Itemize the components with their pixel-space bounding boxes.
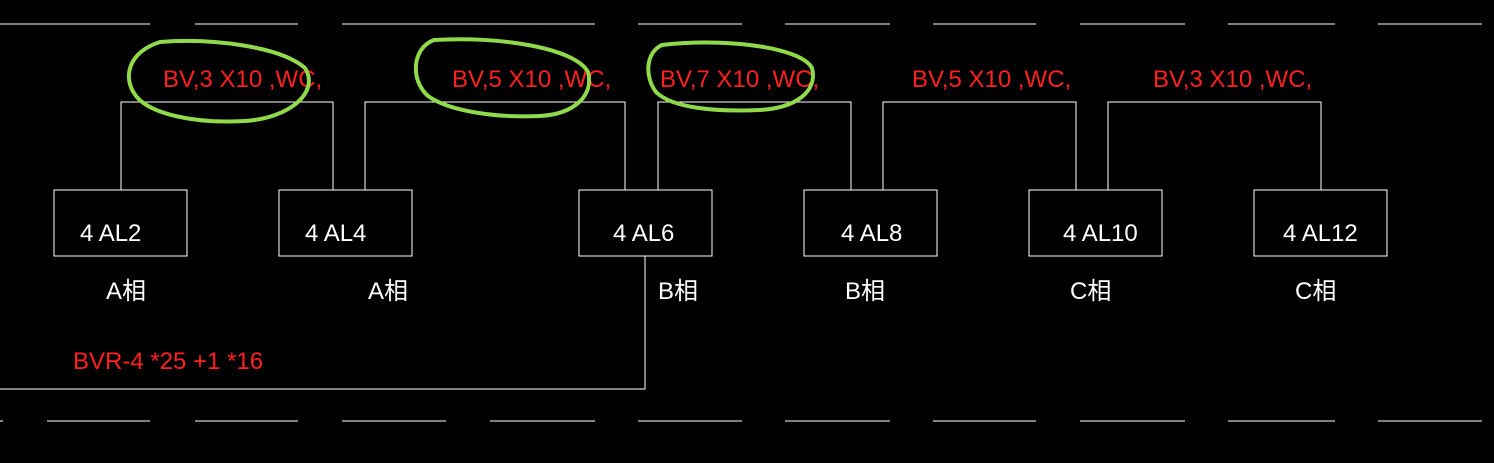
highlight-circle-link1 — [126, 39, 311, 124]
link-al4-al6 — [364, 101, 626, 190]
highlight-circle-link3 — [646, 40, 815, 113]
main-feeder-line — [0, 256, 646, 390]
phase-label: A相 — [106, 278, 146, 305]
panel-label: 4 AL4 — [305, 220, 366, 247]
panel-label: 4 AL2 — [80, 220, 141, 247]
phase-label: B相 — [845, 278, 885, 305]
link-al2-al4 — [120, 101, 334, 190]
panel-4al4[interactable]: 4 AL4 A相 — [278, 189, 413, 305]
link-al8-al10 — [882, 101, 1077, 190]
panel-4al12[interactable]: 4 AL12 C相 — [1253, 189, 1388, 305]
cable-label-link3: BV,7 X10 ,WC, — [660, 66, 819, 93]
panel-box[interactable] — [578, 189, 713, 257]
phase-label: C相 — [1295, 278, 1336, 305]
cable-label-link1: BV,3 X10 ,WC, — [163, 66, 322, 93]
panel-4al8[interactable]: 4 AL8 B相 — [803, 189, 938, 305]
panel-4al6[interactable]: 4 AL6 B相 — [578, 189, 713, 305]
panel-box[interactable] — [278, 189, 413, 257]
panel-4al2[interactable]: 4 AL2 A相 — [53, 189, 188, 305]
phase-label: C相 — [1070, 278, 1111, 305]
panel-label: 4 AL10 — [1063, 220, 1138, 247]
phase-label: A相 — [368, 278, 408, 305]
phase-label: B相 — [658, 278, 698, 305]
main-cable-label: BVR-4 *25 +1 *16 — [73, 348, 263, 375]
cable-label-link5: BV,3 X10 ,WC, — [1153, 66, 1312, 93]
panel-box[interactable] — [803, 189, 938, 257]
highlight-circle-link2 — [413, 37, 592, 119]
panel-label: 4 AL6 — [613, 220, 674, 247]
panel-box[interactable] — [1028, 189, 1163, 257]
cable-label-link2: BV,5 X10 ,WC, — [452, 66, 611, 93]
panel-label: 4 AL8 — [841, 220, 902, 247]
link-al6-al8 — [657, 101, 852, 190]
panel-4al10[interactable]: 4 AL10 C相 — [1028, 189, 1163, 305]
link-al10-al12 — [1107, 101, 1322, 190]
panel-label: 4 AL12 — [1283, 220, 1358, 247]
cable-label-link4: BV,5 X10 ,WC, — [912, 66, 1071, 93]
